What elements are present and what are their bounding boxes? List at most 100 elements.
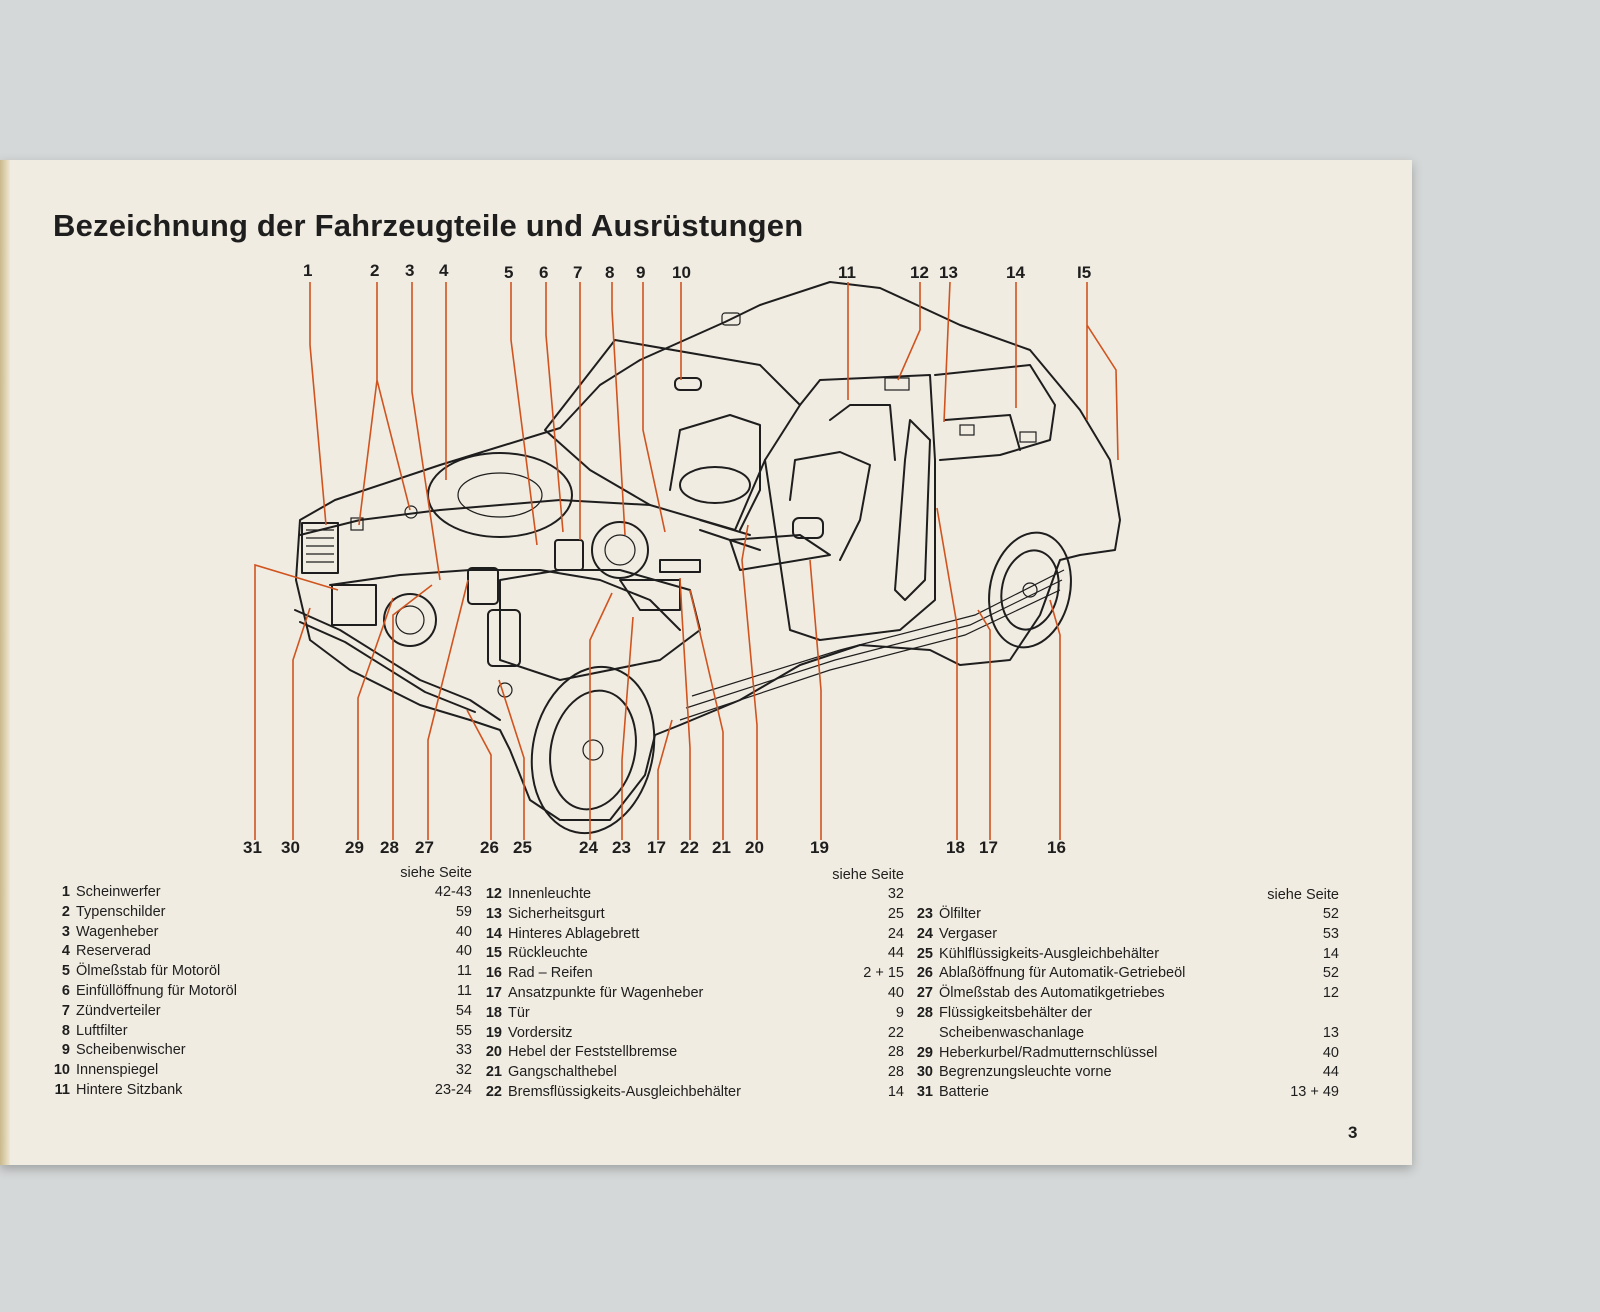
callout-label: 27 bbox=[415, 838, 434, 857]
callout-label: 19 bbox=[810, 838, 829, 857]
callouts-top: 1 2 3 4 5 6 7 8 9 10 11 12 13 14 I5 bbox=[303, 261, 1091, 282]
legend-item-page: 55 bbox=[455, 1022, 472, 1039]
legend-item-number: 29 bbox=[916, 1044, 933, 1061]
callout-label: 6 bbox=[539, 263, 548, 282]
legend-item-page: 52 bbox=[1322, 965, 1339, 982]
legend-item-number: 23 bbox=[916, 906, 933, 922]
leader-lines bbox=[254, 281, 1119, 840]
legend-item-number: 3 bbox=[61, 923, 70, 940]
legend-item-number: 2 bbox=[61, 903, 70, 920]
legend-item-label: Gangschalthebel bbox=[508, 1064, 617, 1081]
callout-label: 29 bbox=[345, 838, 364, 857]
callout-label: 23 bbox=[612, 838, 631, 857]
callout-label: 21 bbox=[712, 838, 731, 857]
legend-item-label: Hebel der Feststellbremse bbox=[508, 1044, 678, 1061]
legend-item-page: 13 + 49 bbox=[1290, 1084, 1339, 1101]
legend-item-page: 44 bbox=[1322, 1064, 1339, 1081]
legend-item-number: 22 bbox=[485, 1083, 502, 1100]
callout-label: 5 bbox=[504, 263, 513, 282]
legend-item-label: Bremsflüssigkeits-Ausgleichbehälter bbox=[508, 1083, 741, 1100]
callout-label: 25 bbox=[513, 838, 532, 857]
callout-label: 22 bbox=[680, 838, 699, 857]
legend-item-label: Ablaßöffnung für Automatik-Getriebeöl bbox=[939, 965, 1186, 982]
legend-item: 16 Rad – Reifen 2 + 15 bbox=[482, 964, 904, 984]
legend-item-label: Rad – Reifen bbox=[508, 965, 593, 982]
legend-item-page: 22 bbox=[887, 1024, 904, 1041]
legend-item-number: 5 bbox=[61, 963, 70, 980]
legend-item-number: 14 bbox=[485, 925, 502, 942]
legend-item: 26 Ablaßöffnung für Automatik-Getriebeöl 5… bbox=[913, 964, 1339, 984]
legend-item-page: 44 bbox=[887, 945, 904, 962]
page-number: 3 bbox=[1348, 1123, 1358, 1142]
legend-item-label: Scheibenwischer bbox=[76, 1042, 186, 1059]
legend-item-page: 40 bbox=[1322, 1044, 1339, 1061]
legend-item-page: 28 bbox=[887, 1044, 904, 1061]
callout-label: 1 bbox=[303, 261, 312, 280]
legend-item-page: 2 + 15 bbox=[863, 965, 904, 982]
legend-item-page: 42-43 bbox=[434, 884, 472, 900]
car-parts-diagram: 1 2 3 4 5 6 7 8 9 10 11 12 13 14 I5 31 3… bbox=[243, 261, 1121, 857]
legend-item-number: 30 bbox=[916, 1064, 933, 1081]
legend-item-number: 9 bbox=[61, 1042, 70, 1059]
car-illustration bbox=[294, 281, 1121, 835]
legend-item-page: 53 bbox=[1322, 925, 1339, 942]
legend-item-label: Vergaser bbox=[939, 925, 998, 942]
legend-item-label: Kühlflüssigkeits-Ausgleichbehälter bbox=[939, 945, 1160, 962]
legend-item-page: 40 bbox=[887, 984, 904, 1001]
legend-item-number: 1 bbox=[61, 884, 70, 900]
legend-item-label: Wagenheber bbox=[76, 923, 159, 940]
legend-item-label: Rückleuchte bbox=[508, 945, 588, 962]
callout-label: I5 bbox=[1077, 263, 1091, 282]
callout-label: 31 bbox=[243, 838, 262, 857]
legend-item-label: Ölmeßstab des Automatikgetriebes bbox=[939, 985, 1165, 1002]
legend-item-number: 4 bbox=[61, 943, 70, 960]
callout-label: 2 bbox=[370, 261, 379, 280]
legend-item-page: 52 bbox=[1322, 906, 1339, 922]
callout-label: 12 bbox=[910, 263, 929, 282]
legend-item-label: Hintere Sitzbank bbox=[76, 1081, 183, 1098]
legend-item-number: 7 bbox=[61, 1002, 70, 1019]
legend-item-label: Zündverteiler bbox=[76, 1002, 161, 1019]
legend-item-page: 59 bbox=[455, 903, 472, 920]
legend-item-number: 27 bbox=[916, 985, 933, 1002]
see-page-label: siehe Seite bbox=[400, 865, 472, 881]
legend-item-number: 16 bbox=[485, 965, 502, 982]
callout-label: 26 bbox=[480, 838, 499, 857]
page-title: Bezeichnung der Fahrzeugteile und Ausrüs… bbox=[53, 208, 804, 243]
legend-item-number bbox=[913, 1024, 933, 1044]
legend-item-page: 12 bbox=[1322, 985, 1339, 1002]
callout-label: 24 bbox=[579, 838, 598, 857]
legend-item-number: 21 bbox=[485, 1064, 502, 1081]
callout-label: 8 bbox=[605, 263, 614, 282]
legend-item-label: Ölmeßstab für Motoröl bbox=[76, 963, 221, 980]
legend-item-number: 11 bbox=[54, 1081, 70, 1098]
legend-item-label: Scheibenwaschanlage bbox=[939, 1024, 1085, 1041]
legend-item-number: 18 bbox=[485, 1004, 502, 1021]
legend-item-number: 6 bbox=[61, 982, 70, 999]
legend-item-label: Flüssigkeitsbehälter der bbox=[939, 1004, 1093, 1021]
legend-item-page: 14 bbox=[1322, 945, 1339, 962]
callout-label: 16 bbox=[1047, 838, 1066, 857]
callout-label: 18 bbox=[946, 838, 965, 857]
legend-item-page: 11 bbox=[456, 982, 472, 999]
callout-label: 11 bbox=[838, 263, 856, 282]
legend-item-label: Hinteres Ablagebrett bbox=[508, 925, 640, 942]
legend-item-number: 26 bbox=[916, 965, 933, 982]
legend-item-number: 13 bbox=[485, 905, 502, 922]
see-page-label: siehe Seite bbox=[832, 867, 904, 883]
